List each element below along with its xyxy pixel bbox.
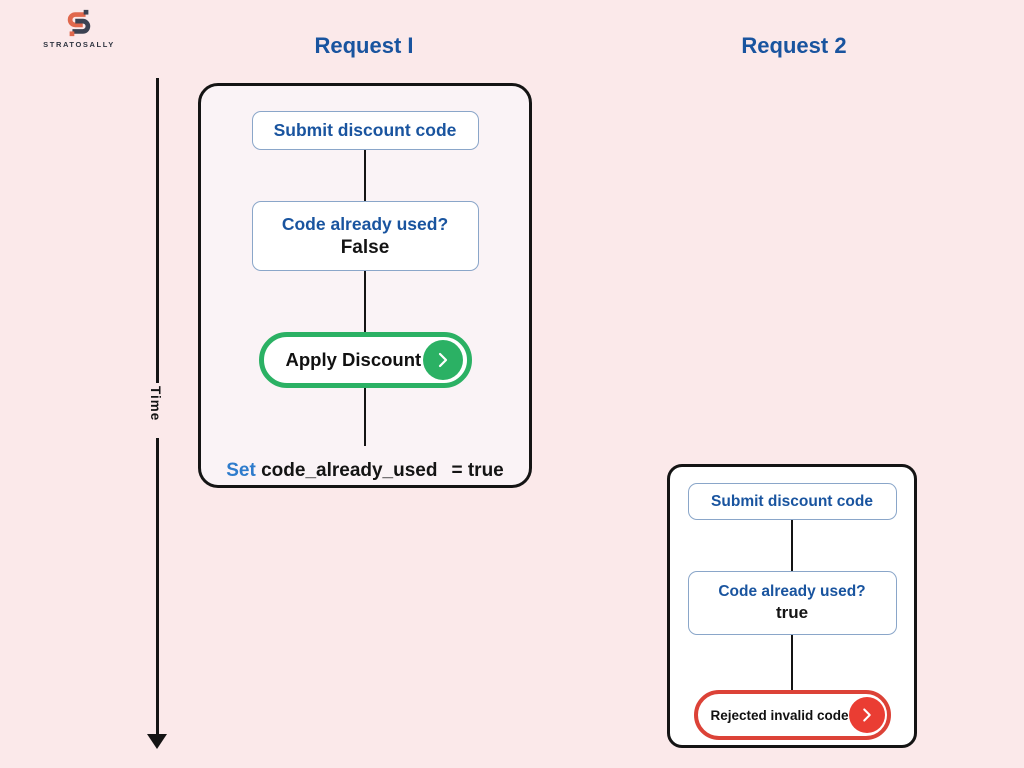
time-axis-line-bottom xyxy=(155,438,159,736)
request1-title: Request I xyxy=(314,33,414,58)
set-variable: code_already_used xyxy=(261,460,438,481)
time-axis: Time xyxy=(143,78,171,750)
request1-check-answer: False xyxy=(340,236,390,258)
request1-set-statement: Set code_already_used = true xyxy=(226,460,504,482)
request1-submit-label: Submit discount code xyxy=(273,120,457,140)
set-value: = true xyxy=(451,460,504,481)
stratosally-logo-icon xyxy=(67,9,91,37)
request1-check-node: Code already used? False xyxy=(251,201,479,271)
apply-discount-label: Apply Discount xyxy=(285,349,422,370)
time-axis-arrowhead-icon xyxy=(147,734,167,749)
request2-submit-node: Submit discount code xyxy=(687,483,897,520)
brand-name: STRATOSALLY xyxy=(43,40,115,49)
request1-connector-3 xyxy=(363,388,367,446)
request1-check-question: Code already used? xyxy=(281,213,449,234)
request1-connector-1 xyxy=(363,150,367,201)
brand-logo: STRATOSALLY xyxy=(24,8,134,49)
request2-check-node: Code already used? true xyxy=(687,571,897,635)
time-axis-line-top xyxy=(155,78,159,383)
request1-submit-node: Submit discount code xyxy=(251,111,479,150)
rejected-invalid-code-label: Rejected invalid code xyxy=(710,707,849,723)
request2-title: Request 2 xyxy=(741,33,847,58)
set-keyword: Set xyxy=(226,460,262,481)
request1-connector-2 xyxy=(363,271,367,332)
request2-card: Submit discount code Code already used? … xyxy=(667,464,917,748)
request1-card: Submit discount code Code already used? … xyxy=(198,83,532,488)
apply-discount-button: Apply Discount xyxy=(258,332,472,388)
request2-connector-1 xyxy=(790,520,794,571)
request2-connector-2 xyxy=(790,635,794,690)
chevron-right-icon xyxy=(422,340,463,380)
request2-check-question: Code already used? xyxy=(718,583,866,600)
chevron-right-icon xyxy=(848,697,885,733)
request2-submit-label: Submit discount code xyxy=(711,492,873,510)
time-axis-label: Time xyxy=(148,386,163,422)
request2-check-answer: true xyxy=(775,603,809,622)
rejected-invalid-code-button: Rejected invalid code xyxy=(693,690,891,740)
